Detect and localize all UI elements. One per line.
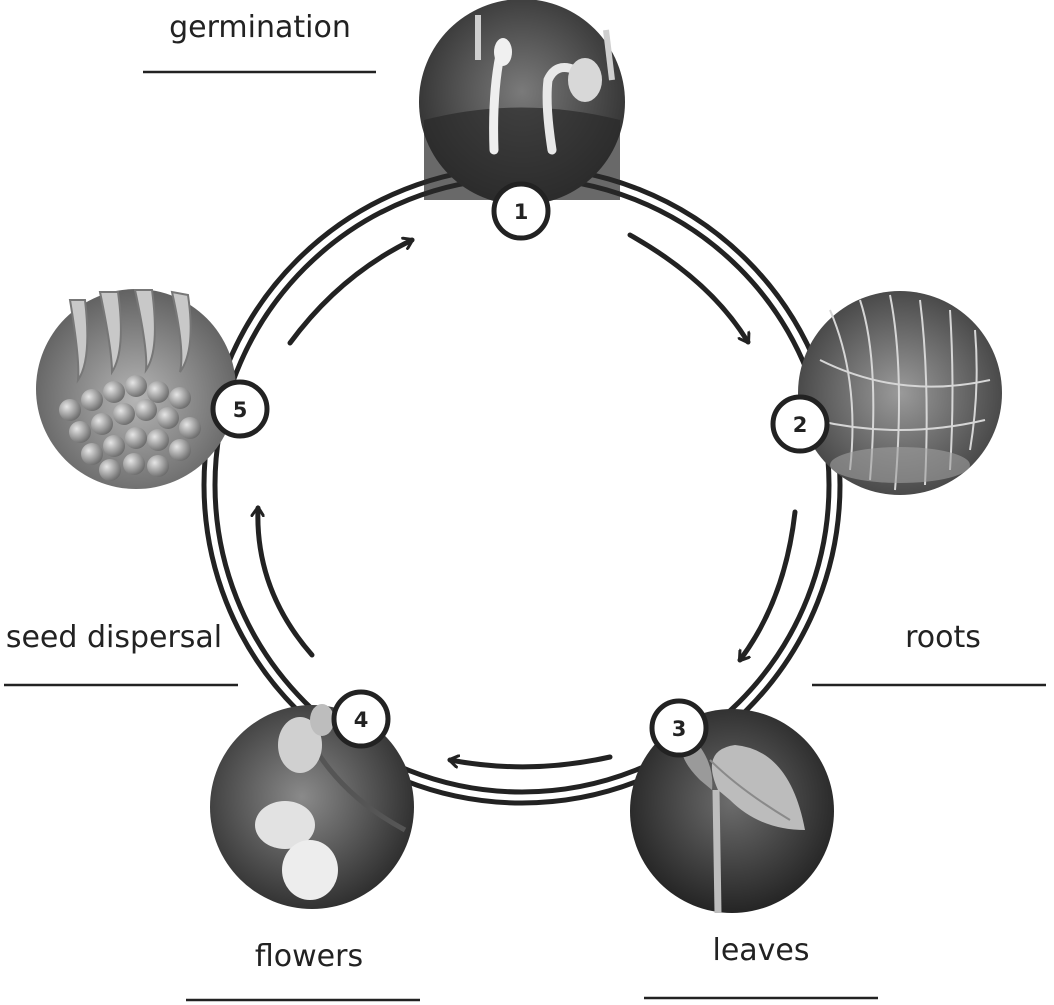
direction-arrows (258, 235, 795, 767)
stage-label-group-3: leaves (644, 933, 878, 998)
stage-number-3: 3 (672, 717, 687, 741)
stage-number-2: 2 (793, 413, 808, 437)
sprouting-seedlings-photo (419, 0, 625, 205)
stage-label-group-5: seed dispersal (4, 620, 238, 685)
stage-badge-3: 3 (652, 701, 706, 755)
stage-number-1: 1 (514, 200, 529, 224)
arrow-3-to-4 (450, 757, 610, 767)
arrow-5-to-1 (290, 240, 412, 343)
stage-badge-2: 2 (773, 397, 827, 451)
stage-label-group-1: germination (143, 10, 376, 72)
arrow-4-to-5 (258, 508, 312, 655)
stage-number-4: 4 (354, 708, 369, 732)
stage-badge-5: 5 (213, 382, 267, 436)
cycle-ring-inner (215, 178, 829, 792)
stage-label-group-2: roots (812, 620, 1046, 685)
tangled-roots-photo (798, 291, 1002, 495)
stage-badge-1: 1 (494, 184, 548, 238)
stage-label-seed-dispersal: seed dispersal (6, 620, 222, 655)
stage-label-flowers: flowers (255, 939, 363, 974)
peas-and-pods-photo (36, 289, 236, 489)
stage-label-roots: roots (905, 620, 981, 655)
arrow-1-to-2 (630, 235, 748, 342)
stage-label-group-4: flowers (186, 939, 420, 1000)
stage-label-leaves: leaves (712, 933, 809, 968)
stage-label-germination: germination (169, 10, 351, 45)
stage-number-5: 5 (233, 398, 248, 422)
stage-badge-4: 4 (334, 692, 388, 746)
